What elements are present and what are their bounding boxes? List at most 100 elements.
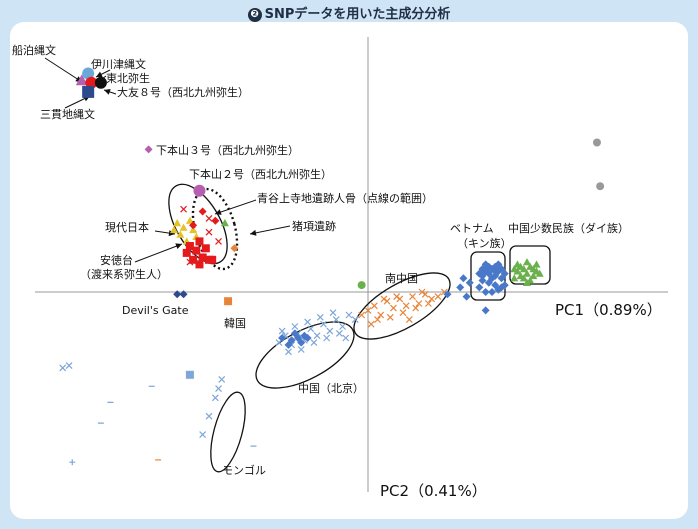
point-s4-0 <box>278 334 287 342</box>
leader-arrow-1 <box>96 71 103 77</box>
point-s7-1 <box>192 246 201 255</box>
leader-arrow-6 <box>168 230 175 237</box>
point-s20-0 <box>173 290 182 299</box>
point-s6-0 <box>173 219 182 227</box>
point-s2-8 <box>415 300 423 307</box>
point-s0-24 <box>491 267 500 276</box>
point-s3-8 <box>326 327 334 335</box>
label-14: 南中国 <box>385 272 418 285</box>
point-s20-1 <box>179 290 188 299</box>
point-s2-2 <box>377 311 385 319</box>
point-s7-8 <box>195 260 204 269</box>
point-s23-1 <box>456 283 465 292</box>
label-1: 伊川津縄文 <box>91 57 146 71</box>
point-s4-6 <box>297 338 306 347</box>
point-s23-2 <box>462 292 471 301</box>
label-7: 青谷上寺地遺跡人骨（点線の範囲） <box>257 191 433 205</box>
point-s3-5 <box>307 325 315 333</box>
point-s23-5 <box>459 274 468 283</box>
point-s9-0 <box>180 205 187 213</box>
point-s6-6 <box>170 225 179 234</box>
ellipse-aoya <box>191 187 239 271</box>
leader-0 <box>44 57 83 83</box>
point-s2-14 <box>412 304 420 312</box>
point-s3-19 <box>316 313 324 321</box>
point-s7-0 <box>185 242 194 250</box>
point-s7-2 <box>198 253 207 262</box>
point-s2-1 <box>370 302 378 310</box>
scatter-plot: 船泊縄文伊川津縄文東北弥生大友８号（西北九州弥生）三貫地縄文下本山３号（西北九州… <box>12 37 668 500</box>
leader-arrow-5 <box>215 209 222 215</box>
point-s1-13 <box>516 262 525 270</box>
label-18: （キン族） <box>457 236 512 250</box>
point-labels: 船泊縄文伊川津縄文東北弥生大友８号（西北九州弥生）三貫地縄文下本山３号（西北九州… <box>12 43 629 477</box>
point-s1-15 <box>510 265 519 273</box>
point-s2-22 <box>434 293 442 301</box>
point-s7-5 <box>201 244 210 253</box>
point-s3-22 <box>351 316 359 324</box>
point-s26-0 <box>185 370 194 379</box>
point-s3-13 <box>297 346 305 353</box>
point-s8-0 <box>198 207 207 216</box>
point-s2-17 <box>393 293 401 301</box>
point-s0-2 <box>481 288 490 296</box>
point-s22-0 <box>592 138 601 147</box>
point-s14-0 <box>82 67 95 80</box>
point-s6-3 <box>176 230 185 238</box>
point-s2-21 <box>367 320 375 328</box>
point-s19-0 <box>193 184 206 197</box>
point-s3-21 <box>278 327 286 335</box>
point-s3-16 <box>335 329 343 337</box>
point-s18-0 <box>144 145 153 154</box>
point-s12-0 <box>208 255 217 264</box>
point-s0-22 <box>494 260 503 269</box>
point-s8-1 <box>189 221 198 230</box>
label-8: 現代日本 <box>105 220 149 234</box>
x-axis-label: PC1（0.89%） <box>555 301 662 319</box>
label-5: 下本山３号（西北九州弥生） <box>156 143 299 157</box>
point-s11-0 <box>230 244 239 253</box>
label-0: 船泊縄文 <box>12 43 56 57</box>
leader-5 <box>214 199 257 215</box>
leader-arrow-7 <box>250 229 257 236</box>
ellipse-dai <box>509 245 551 285</box>
point-s3-18 <box>304 318 312 326</box>
point-s5-0 <box>218 375 226 383</box>
point-s6-1 <box>179 223 188 231</box>
point-s5-1 <box>211 394 219 402</box>
point-s1-0 <box>510 274 519 282</box>
point-s0-20 <box>488 288 497 296</box>
point-s2-5 <box>396 295 404 303</box>
point-s2-0 <box>364 306 372 314</box>
point-s2-9 <box>421 290 429 298</box>
point-s3-12 <box>285 348 292 356</box>
point-s3-20 <box>329 309 337 317</box>
label-12: Devil's Gate <box>122 304 189 317</box>
point-s23-3 <box>465 278 474 287</box>
leader-7 <box>249 225 291 235</box>
point-s1-16 <box>535 269 544 277</box>
label-17: ベトナム <box>450 222 494 235</box>
plot-panel: 船泊縄文伊川津縄文東北弥生大友８号（西北九州弥生）三貫地縄文下本山３号（西北九州… <box>10 22 688 519</box>
point-s9-3 <box>215 237 222 245</box>
point-s7-3 <box>189 255 198 264</box>
point-s3-9 <box>332 316 340 324</box>
point-s25-0 <box>59 364 67 372</box>
point-s1-12 <box>523 258 531 266</box>
point-s3-15 <box>323 334 331 342</box>
point-s1-9 <box>519 274 528 282</box>
point-s3-14 <box>310 339 318 347</box>
label-16: モンゴル <box>222 463 266 477</box>
point-s13-0 <box>75 74 88 86</box>
point-s10-0 <box>220 219 229 227</box>
point-s2-4 <box>390 304 397 312</box>
point-s6-4 <box>189 225 198 234</box>
point-s23-4 <box>481 306 490 315</box>
point-s6-2 <box>185 216 194 224</box>
point-s2-15 <box>424 300 432 307</box>
point-s2-10 <box>428 295 436 303</box>
y-axis-label: PC2（0.41%） <box>380 482 487 500</box>
point-s2-6 <box>402 302 410 310</box>
